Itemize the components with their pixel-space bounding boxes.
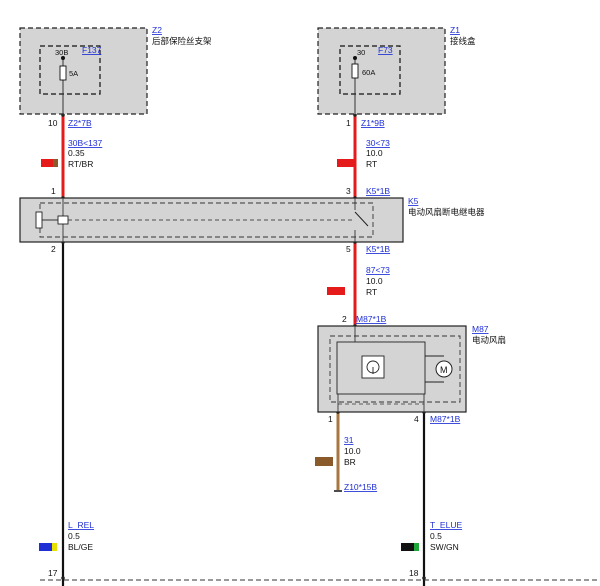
fuse-f73-link[interactable]: F73 bbox=[378, 45, 393, 55]
fuse-f137-link[interactable]: F137 bbox=[82, 45, 102, 55]
z2-fuse-rating: 5A bbox=[69, 69, 78, 78]
relay-k5-name: 电动风扇断电继电器 bbox=[408, 207, 485, 217]
wire-signal-link[interactable]: 30B<137 bbox=[68, 138, 103, 148]
wire-signal-link[interactable]: L_REL bbox=[68, 520, 94, 530]
z2-pin-label: 30B bbox=[55, 48, 68, 57]
module-z1-id[interactable]: Z1 bbox=[450, 25, 460, 35]
wire-color-swatch bbox=[327, 287, 345, 295]
fuse-icon bbox=[351, 63, 359, 79]
wire-color-swatch-stripe bbox=[53, 159, 58, 167]
wire-color-swatch-stripe bbox=[52, 543, 57, 551]
pin-number: 1 bbox=[346, 118, 351, 128]
pin-number: 2 bbox=[342, 314, 347, 324]
module-m87-id[interactable]: M87 bbox=[472, 324, 489, 334]
module-m87-name: 电动风扇 bbox=[472, 335, 506, 345]
connector-link[interactable]: K5*1B bbox=[366, 186, 390, 196]
module-z2-id[interactable]: Z2 bbox=[152, 25, 162, 35]
module-z1-name: 接线盒 bbox=[450, 36, 476, 46]
wire-color-swatch bbox=[39, 543, 52, 551]
wire-color-code: RT bbox=[366, 287, 377, 297]
pin-number: 5 bbox=[346, 244, 351, 254]
motor-icon bbox=[435, 360, 453, 378]
pin-number: 17 bbox=[48, 568, 58, 578]
ground-connector-link[interactable]: Z10*15B bbox=[344, 482, 377, 492]
relay-core-icon bbox=[57, 215, 69, 225]
wire-color-swatch bbox=[315, 457, 333, 466]
connector-link[interactable]: Z1*9B bbox=[361, 118, 385, 128]
wire-color-code: BR bbox=[344, 457, 356, 467]
wire-gauge: 10.0 bbox=[366, 276, 383, 286]
pin-number: 1 bbox=[328, 414, 333, 424]
wire-color-swatch bbox=[337, 159, 355, 167]
wire-color-swatch bbox=[401, 543, 414, 551]
pin-number: 3 bbox=[346, 186, 351, 196]
connector-link[interactable]: K5*1B bbox=[366, 244, 390, 254]
module-z2[interactable] bbox=[19, 27, 148, 115]
fuse-icon bbox=[59, 65, 67, 81]
wire-gauge: 10.0 bbox=[366, 148, 383, 158]
wire-color-code: BL/GE bbox=[68, 542, 93, 552]
wire-gauge: 10.0 bbox=[344, 446, 361, 456]
wire-signal-link[interactable]: 30<73 bbox=[366, 138, 390, 148]
pin-number: 1 bbox=[51, 186, 56, 196]
z1-fuse-rating: 60A bbox=[362, 68, 375, 77]
wire-signal-link[interactable]: 87<73 bbox=[366, 265, 390, 275]
wire-color-swatch-stripe bbox=[414, 543, 419, 551]
relay-k5-id[interactable]: K5 bbox=[408, 196, 419, 206]
module-z1[interactable] bbox=[317, 27, 446, 115]
connector-link[interactable]: M87*1B bbox=[430, 414, 461, 424]
pin-number: 4 bbox=[414, 414, 419, 424]
connector-link[interactable]: M87*1B bbox=[356, 314, 387, 324]
z1-pin-label: 30 bbox=[357, 48, 365, 57]
svg-text:M: M bbox=[440, 365, 448, 375]
pin-number: 18 bbox=[409, 568, 419, 578]
relay-switch-icon bbox=[354, 211, 369, 227]
wire-gauge: 0.35 bbox=[68, 148, 85, 158]
relay-k5[interactable] bbox=[19, 197, 404, 243]
pin-number: 10 bbox=[48, 118, 58, 128]
wire-signal-link[interactable]: T_ELUE bbox=[430, 520, 462, 530]
pin-number: 2 bbox=[51, 244, 56, 254]
wire-color-code: RT bbox=[366, 159, 377, 169]
module-m87[interactable]: M bbox=[317, 325, 467, 413]
wire-color-code: SW/GN bbox=[430, 542, 459, 552]
wire-color-code: RT/BR bbox=[68, 159, 93, 169]
relay-coil-icon bbox=[35, 211, 43, 229]
wire-signal-link[interactable]: 31 bbox=[344, 435, 354, 445]
wire-gauge: 0.5 bbox=[430, 531, 442, 541]
wire-gauge: 0.5 bbox=[68, 531, 80, 541]
connector-link[interactable]: Z2*7B bbox=[68, 118, 92, 128]
wire-color-swatch bbox=[41, 159, 53, 167]
module-z2-name: 后部保险丝支架 bbox=[152, 36, 212, 46]
